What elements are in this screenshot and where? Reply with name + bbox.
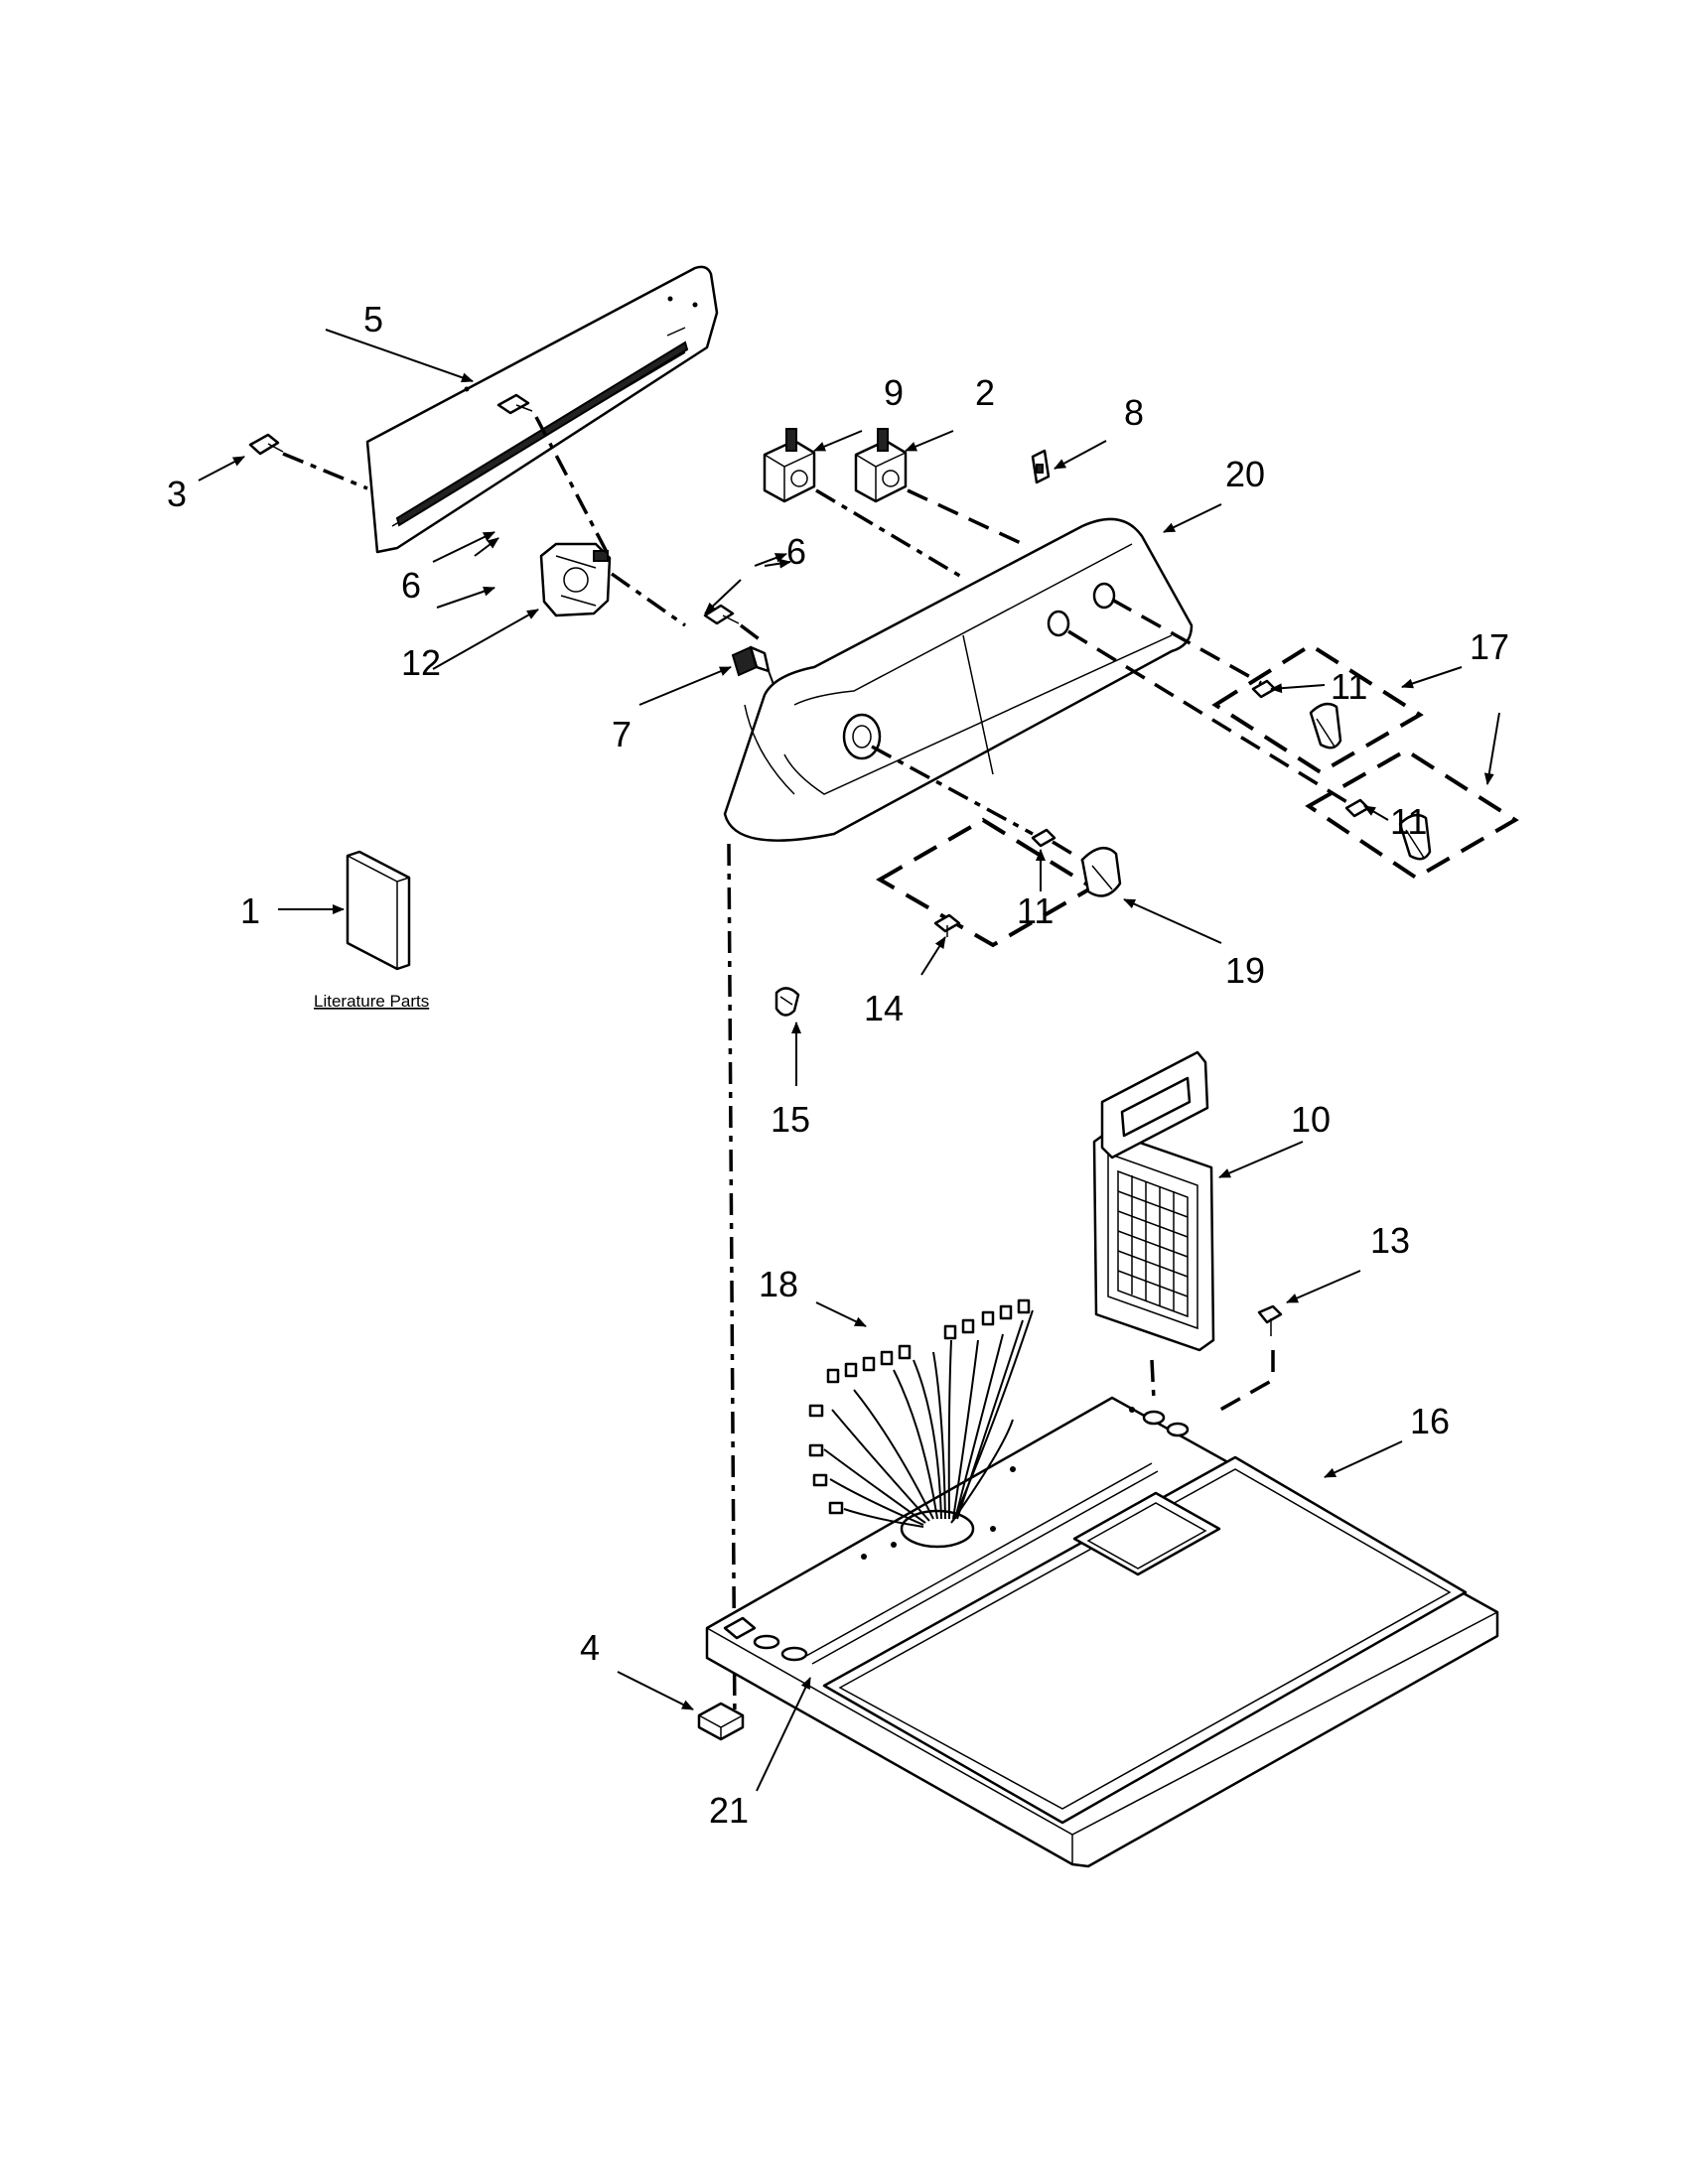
part-16-top-panel bbox=[705, 1396, 1499, 1868]
callout-20: 20 bbox=[1225, 454, 1265, 494]
part-8-clip bbox=[1031, 449, 1051, 484]
callout-10: 10 bbox=[1291, 1099, 1331, 1140]
part-5-rear-panel bbox=[365, 265, 719, 554]
part-6-screw-upper bbox=[496, 393, 533, 415]
part-2-switch bbox=[854, 428, 908, 503]
callout-4: 4 bbox=[580, 1627, 600, 1668]
part-12-timer bbox=[539, 542, 612, 617]
callout-12: 12 bbox=[401, 642, 441, 683]
part-20-console bbox=[723, 517, 1194, 842]
part-4-foot bbox=[697, 1702, 745, 1741]
part-13-screw bbox=[1257, 1304, 1283, 1336]
callout-6b: 6 bbox=[786, 531, 806, 572]
callout-19: 19 bbox=[1225, 950, 1265, 991]
part-17-knob-group-lower bbox=[1067, 629, 1519, 881]
callout-15: 15 bbox=[771, 1099, 810, 1140]
callout-17: 17 bbox=[1470, 626, 1509, 667]
callout-18: 18 bbox=[759, 1264, 798, 1304]
part-9-switch bbox=[763, 428, 816, 503]
callout-11a: 11 bbox=[1331, 666, 1367, 707]
callout-9: 9 bbox=[884, 372, 904, 413]
part-3-screw bbox=[248, 433, 368, 490]
part-10-lint-screen bbox=[1092, 1050, 1215, 1352]
callout-21: 21 bbox=[709, 1790, 749, 1831]
callout-8: 8 bbox=[1124, 392, 1144, 433]
part-17-knob-group-upper bbox=[1111, 598, 1424, 775]
part-1-literature bbox=[346, 850, 411, 971]
callout-3: 3 bbox=[167, 474, 187, 514]
callout-leaders bbox=[198, 329, 1500, 1792]
callout-7: 7 bbox=[612, 714, 632, 754]
callout-11c: 11 bbox=[1017, 890, 1054, 931]
literature-parts-label: Literature Parts bbox=[314, 992, 429, 1011]
callout-6a: 6 bbox=[401, 565, 421, 606]
part-15-clip bbox=[774, 987, 800, 1017]
callout-5: 5 bbox=[363, 299, 383, 340]
part-18-wire-harness bbox=[808, 1298, 1034, 1528]
callout-14: 14 bbox=[864, 988, 904, 1028]
callout-16: 16 bbox=[1410, 1401, 1450, 1441]
callout-1: 1 bbox=[240, 890, 260, 931]
callout-11b: 11 bbox=[1390, 801, 1427, 842]
callout-13: 13 bbox=[1370, 1220, 1410, 1261]
part-14-screw bbox=[933, 913, 961, 937]
callout-2: 2 bbox=[975, 372, 995, 413]
part-7-connector bbox=[731, 645, 771, 677]
